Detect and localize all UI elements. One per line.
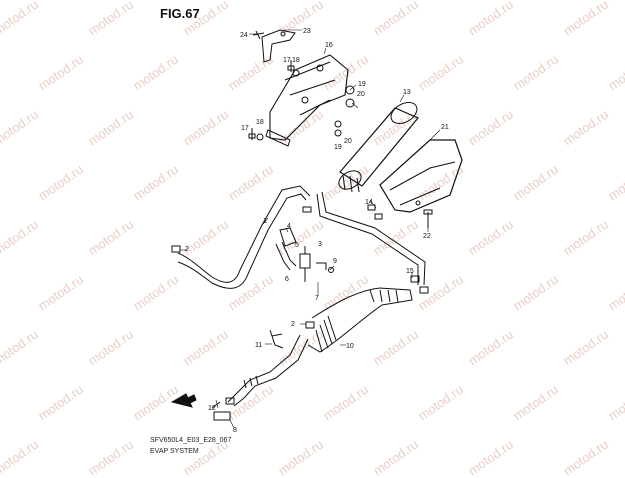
part-label-21: 21 [441,124,449,131]
bolt-22 [423,209,433,228]
part-label-1: 1 [263,218,267,225]
part-labels: 23 24 16 17 18 19 20 13 21 17 18 19 20 1… [185,28,449,434]
part-label-17-lower: 17 [241,125,249,132]
part-label-24: 24 [240,32,248,39]
part-label-22: 22 [423,233,431,240]
diagram-code: SFV650L4_E03_E28_067 [150,437,232,444]
part-label-2-lower: 2 [291,321,295,328]
front-arrow-icon [170,393,197,408]
part-label-11: 11 [255,342,262,349]
part-label-18-upper: 18 [292,57,300,64]
purge-valve [275,227,334,282]
leader-lines [180,29,441,429]
canister-cover [379,139,463,213]
part-label-23: 23 [303,28,311,35]
hose-lower [227,329,309,407]
part-label-18-lower: 18 [256,119,264,126]
part-label-6: 6 [285,276,289,283]
part-label-2-left: 2 [185,246,189,253]
canister-bracket [265,54,349,147]
part-label-14: 14 [365,199,373,206]
part-label-15: 15 [406,268,414,275]
figure-title: FIG.67 [160,6,200,21]
evap-system-diagram: 23 24 16 17 18 19 20 13 21 17 18 19 20 1… [170,28,463,434]
part-label-13: 13 [403,89,411,96]
diagram-system-name: EVAP SYSTEM [150,448,199,455]
fastener-set-upper [248,60,355,141]
part-label-10: 10 [346,343,354,350]
part-label-5: 5 [295,242,299,249]
evap-canister [338,102,419,193]
mount-stay [252,29,296,63]
part-label-4: 4 [287,223,291,230]
part-label-19-upper: 19 [358,81,366,88]
part-label-9: 9 [333,258,337,265]
hose-1 [177,185,311,289]
hose-14 [316,191,426,286]
part-label-20-lower: 20 [344,138,352,145]
hose-10 [307,287,413,353]
part-label-7: 7 [315,295,319,302]
part-label-17-upper: 17 [283,57,291,64]
part-label-16: 16 [325,42,333,49]
part-label-19-lower: 19 [334,144,342,151]
part-label-8: 8 [233,427,237,434]
part-label-20-upper: 20 [357,91,365,98]
clip-set [171,204,429,405]
part-label-12: 12 [208,405,216,412]
part-label-3: 3 [318,241,322,248]
